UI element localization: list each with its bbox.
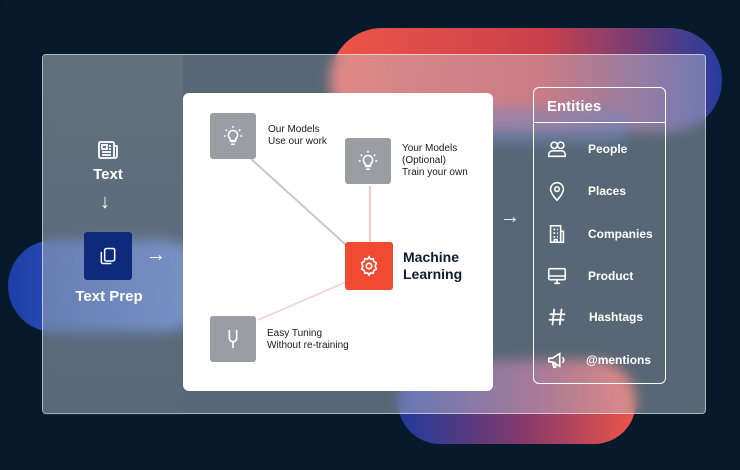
entity-label: Companies bbox=[588, 227, 653, 241]
our-models-node bbox=[210, 113, 256, 159]
lightbulb-icon bbox=[223, 125, 243, 146]
easy-tuning-line2: Without re-training bbox=[267, 340, 349, 351]
entity-row-companies: Companies bbox=[534, 219, 665, 249]
machine-learning-node bbox=[345, 242, 393, 290]
right-arrow-icon: → bbox=[500, 206, 520, 228]
entity-row-places: Places bbox=[534, 176, 665, 206]
entity-row-mentions: @mentions bbox=[534, 345, 665, 375]
copy-icon bbox=[100, 247, 116, 265]
gear-icon bbox=[360, 255, 378, 277]
your-models-line3: Train your own bbox=[402, 167, 468, 178]
easy-tuning-text: Easy Tuning Without re-training bbox=[267, 328, 349, 352]
entity-label: Product bbox=[588, 269, 634, 283]
entity-label: Places bbox=[588, 184, 627, 198]
down-arrow-icon: ↓ bbox=[100, 191, 110, 213]
right-arrow-icon: → bbox=[146, 244, 166, 266]
tuning-fork-icon bbox=[228, 329, 238, 349]
entity-row-people: People bbox=[534, 134, 665, 164]
your-models-line2: (Optional) bbox=[402, 155, 446, 166]
easy-tuning-line1: Easy Tuning bbox=[267, 328, 323, 339]
text-label: Text bbox=[93, 166, 123, 183]
entity-row-product: Product bbox=[534, 261, 665, 291]
entity-label: Hashtags bbox=[589, 310, 644, 324]
lightbulb-icon bbox=[358, 150, 378, 171]
monitor-icon bbox=[546, 265, 568, 287]
text-prep-node bbox=[84, 232, 132, 280]
entities-panel: Entities People Places bbox=[533, 87, 666, 384]
your-models-node bbox=[345, 138, 391, 184]
easy-tuning-node bbox=[210, 316, 256, 362]
our-models-text: Our Models Use our work bbox=[268, 124, 327, 148]
our-models-line1: Our Models bbox=[268, 124, 320, 135]
building-icon bbox=[546, 223, 568, 245]
document-icon bbox=[96, 138, 120, 162]
machine-learning-title: Machine Learning bbox=[403, 249, 462, 283]
entities-title: Entities bbox=[534, 88, 665, 123]
entity-row-hashtags: Hashtags bbox=[534, 302, 665, 332]
hashtag-icon bbox=[546, 306, 568, 328]
your-models-text: Your Models (Optional) Train your own bbox=[402, 143, 468, 179]
location-pin-icon bbox=[546, 180, 568, 202]
people-icon bbox=[546, 138, 568, 160]
megaphone-icon bbox=[546, 349, 568, 371]
text-prep-label: Text Prep bbox=[75, 288, 143, 305]
entity-label: People bbox=[588, 142, 628, 156]
machine-learning-line1: Machine bbox=[403, 249, 460, 265]
entity-label: @mentions bbox=[586, 353, 652, 367]
your-models-line1: Your Models bbox=[402, 143, 458, 154]
our-models-line2: Use our work bbox=[268, 136, 327, 147]
machine-learning-line2: Learning bbox=[403, 266, 463, 282]
